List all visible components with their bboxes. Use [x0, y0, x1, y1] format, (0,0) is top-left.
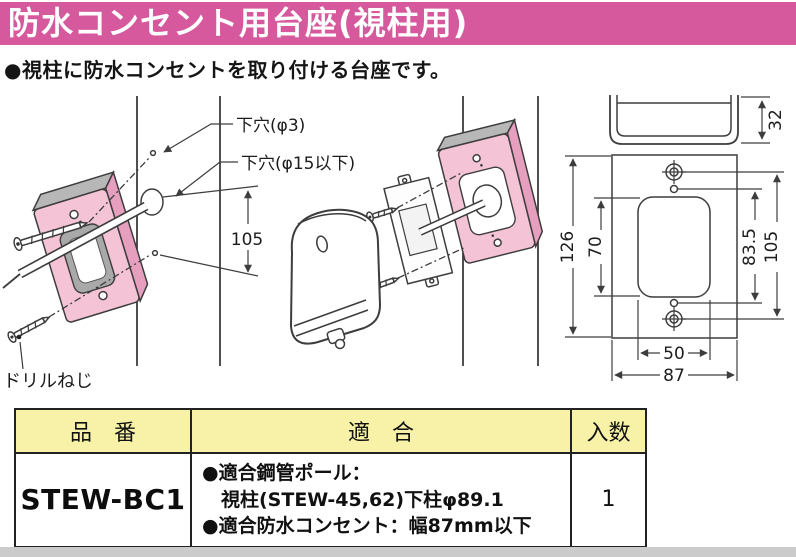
page-title: 防水コンセント用台座(視柱用) [8, 4, 469, 42]
pilot-hole-small [149, 149, 157, 157]
dim-70: 70 [586, 236, 606, 258]
pilot-hole [669, 298, 679, 308]
page-title-banner: 防水コンセント用台座(視柱用) [0, 2, 796, 45]
screw-graphic [7, 316, 51, 343]
extension-line [159, 254, 259, 277]
mounting-plate [383, 173, 454, 288]
compatibility-cell: ●適合鋼管ポール： 視柱(STEW-45,62)下柱φ89.1 ●適合防水コンセ… [190, 452, 572, 548]
intro-text: ●視柱に防水コンセントを取り付ける台座です。 [4, 58, 451, 82]
diagram-dimensions: 32 126 70 83.5 10 [558, 95, 786, 386]
dim-105-left: 105 [231, 230, 263, 250]
screw-axis-dashed [48, 254, 151, 318]
dim-50: 50 [663, 344, 685, 364]
base-body [436, 117, 544, 264]
compat-line-2: 視柱(STEW-45,62)下柱φ89.1 [221, 488, 504, 511]
dim-105-right: 105 [762, 231, 782, 263]
header-quantity: 入数 [570, 408, 647, 454]
table-header-row: 品 番 適 合 入数 [14, 408, 647, 454]
header-compatibility: 適 合 [190, 408, 572, 454]
diagram-outlet-assembly [289, 96, 544, 366]
page-bottom-strip [0, 547, 796, 557]
installation-diagrams: 105 下穴(φ3) 下穴(φ15以下) ドリルねじ [2, 95, 786, 392]
dim-32: 32 [766, 109, 786, 131]
compat-line-1: ●適合鋼管ポール： [202, 462, 371, 484]
screw-axis-dashed [396, 171, 464, 209]
top-view-outer [609, 95, 739, 145]
table-row: STEW-BC1 ●適合鋼管ポール： 視柱(STEW-45,62)下柱φ89.1… [14, 452, 647, 548]
outlet-cutout [637, 196, 711, 298]
diagram-base-on-pole: 105 下穴(φ3) 下穴(φ15以下) ドリルねじ [2, 96, 355, 392]
leader-line [19, 341, 24, 370]
dim-126: 126 [558, 231, 578, 263]
header-part-number: 品 番 [14, 408, 192, 454]
label-drill-screw: ドリルねじ [3, 371, 93, 392]
leader-line [163, 123, 233, 153]
cover-oval-hole [315, 235, 329, 253]
label-pilot-hole-small: 下穴(φ3) [236, 116, 305, 136]
pilot-hole-small [151, 249, 159, 257]
label-pilot-hole-large: 下穴(φ15以下) [241, 154, 355, 174]
base-body [31, 170, 149, 323]
waterproof-outlet-cover [289, 208, 382, 350]
compat-line-3: ●適合防水コンセント：幅87mm以下 [202, 515, 532, 538]
part-number: STEW-BC1 [14, 452, 192, 548]
dim-87: 87 [663, 366, 685, 386]
wire-tip [2, 273, 21, 289]
spec-table: 品 番 適 合 入数 STEW-BC1 ●適合鋼管ポール： 視柱(STEW-45… [14, 408, 647, 548]
screw-axis-dashed [397, 246, 467, 279]
screw-graphic [13, 221, 89, 252]
top-view-inner [616, 95, 732, 137]
quantity-value: 1 [570, 452, 647, 548]
dim-83-5: 83.5 [740, 228, 760, 266]
pilot-hole [669, 184, 679, 194]
leader-line [175, 161, 238, 197]
